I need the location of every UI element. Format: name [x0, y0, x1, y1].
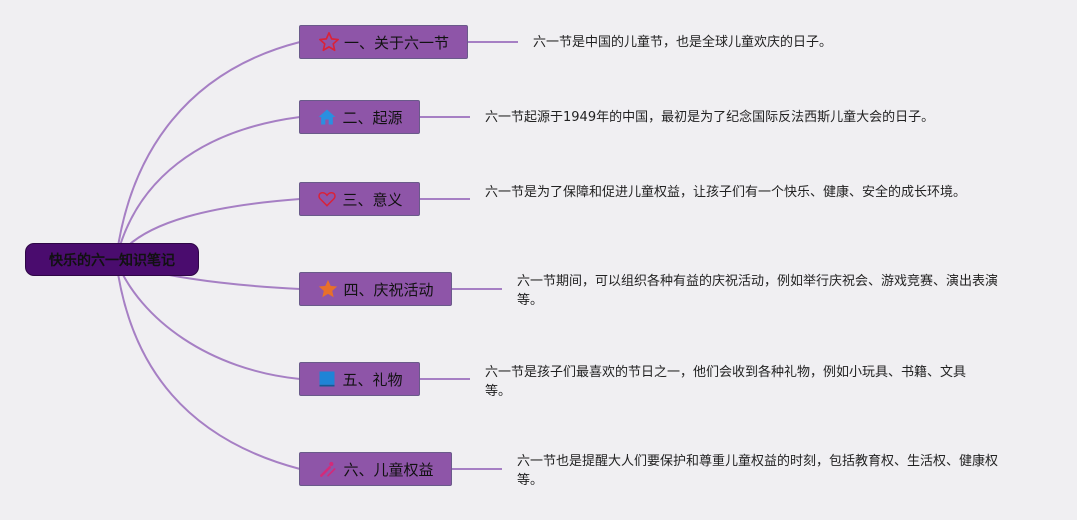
topic-title: 四、庆祝活动	[343, 280, 434, 299]
topic-node-celebration[interactable]: 四、庆祝活动	[299, 272, 452, 306]
branch-line-1	[115, 41, 301, 261]
book-icon	[316, 368, 338, 390]
topic-node-rights[interactable]: 六、儿童权益	[299, 452, 452, 486]
topic-note: 六一节期间，可以组织各种有益的庆祝活动，例如举行庆祝会、游戏竞赛、演出表演等。	[517, 274, 999, 308]
topic-title: 三、意义	[342, 190, 403, 209]
star-filled-icon	[317, 278, 339, 300]
topic-title: 二、起源	[342, 108, 403, 127]
topic-node-gifts[interactable]: 五、礼物	[299, 362, 420, 396]
topic-note: 六一节是为了保障和促进儿童权益，让孩子们有一个快乐、健康、安全的成长环境。	[485, 185, 967, 200]
root-topic[interactable]: 快乐的六一知识笔记	[25, 243, 199, 276]
house-icon	[316, 106, 338, 128]
topic-note: 六一节是中国的儿童节，也是全球儿童欢庆的日子。	[533, 35, 833, 50]
branch-line-2	[115, 116, 301, 261]
branch-line-5	[115, 259, 301, 380]
heart-outline-icon	[316, 188, 338, 210]
root-title: 快乐的六一知识笔记	[49, 252, 175, 269]
topic-note: 六一节是孩子们最喜欢的节日之一，他们会收到各种礼物，例如小玩具、书籍、文具等。	[485, 365, 967, 399]
topic-title: 六、儿童权益	[343, 460, 434, 479]
topic-node-origin[interactable]: 二、起源	[299, 100, 420, 134]
topic-note: 六一节也是提醒大人们要保护和尊重儿童权益的时刻，包括教育权、生活权、健康权等。	[517, 454, 999, 488]
tools-icon	[317, 458, 339, 480]
branch-line-6	[115, 259, 301, 470]
topic-title: 一、关于六一节	[343, 33, 449, 52]
topic-node-about[interactable]: 一、关于六一节	[299, 25, 468, 59]
topic-title: 五、礼物	[342, 370, 403, 389]
star-outline-icon	[318, 31, 340, 53]
topic-note: 六一节起源于1949年的中国，最初是为了纪念国际反法西斯儿童大会的日子。	[485, 110, 935, 125]
topic-node-meaning[interactable]: 三、意义	[299, 182, 420, 216]
